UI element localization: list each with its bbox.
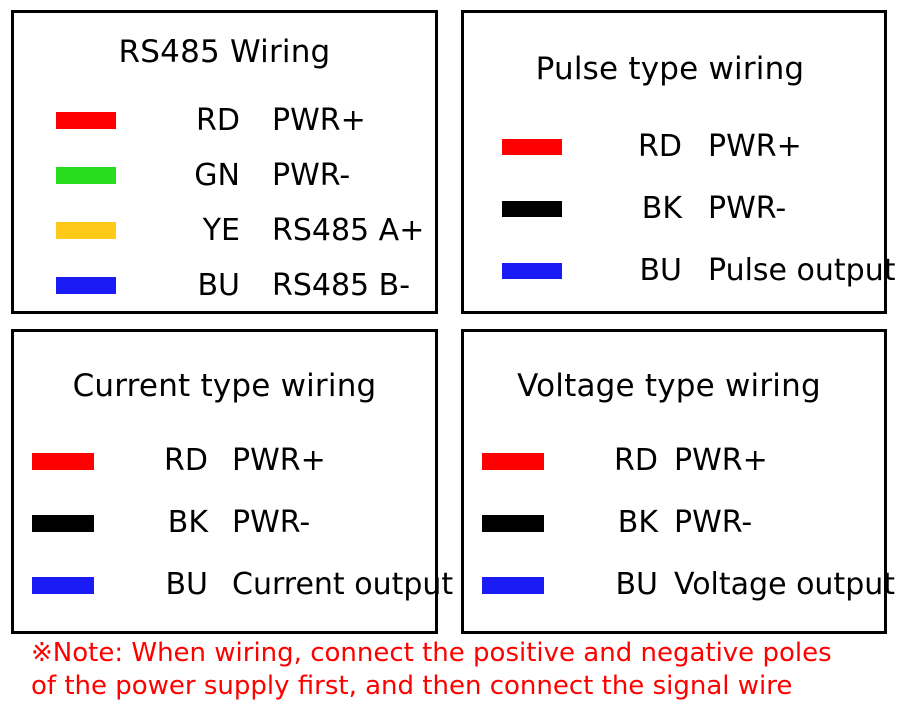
wire-code: BK [167, 505, 208, 540]
wire-code: RD [196, 102, 240, 138]
panel-title-voltage: Voltage type wiring [517, 368, 821, 404]
panel-title-pulse: Pulse type wiring [535, 51, 805, 87]
wire-code: BK [617, 505, 658, 540]
legend-row: RD PWR+ [14, 93, 435, 148]
black-wire-swatch [482, 514, 544, 532]
legend-row: RD PWR+ [14, 430, 435, 492]
wire-code: RD [614, 443, 658, 478]
wire-code: GN [194, 157, 240, 193]
wire-description: PWR+ [232, 443, 326, 478]
legend-row: RD PWR+ [464, 116, 884, 178]
wire-code: BU [639, 253, 682, 288]
wiring-note-line-1: ※Note: When wiring, connect the positive… [31, 638, 832, 668]
wire-code: RD [638, 129, 682, 164]
panel-pulse-type-wiring: Pulse type wiring RD PWR+ BK PWR- BU Pul… [461, 10, 896, 314]
red-wire-swatch [502, 139, 562, 155]
wire-description: PWR+ [708, 129, 802, 164]
panel-title-rs485: RS485 Wiring [118, 34, 331, 70]
legend-pulse: RD PWR+ BK PWR- BU Pulse output [464, 116, 896, 302]
yellow-wire-swatch [56, 222, 116, 239]
red-wire-swatch [32, 452, 94, 470]
legend-row: BK PWR- [14, 492, 435, 554]
black-wire-swatch [502, 201, 562, 217]
wire-description: Current output [232, 567, 454, 602]
legend-rs485: RD PWR+ GN PWR- YE RS485 A+ BU RS485 B- [14, 93, 435, 313]
wire-code: BU [615, 567, 658, 602]
red-wire-swatch [482, 452, 544, 470]
black-wire-swatch [32, 514, 94, 532]
wire-description: PWR+ [674, 443, 768, 478]
legend-row: BK PWR- [464, 492, 884, 554]
legend-row: GN PWR- [14, 148, 435, 203]
panel-current-type-wiring: Current type wiring RD PWR+ BK PWR- BU C… [11, 329, 453, 634]
legend-voltage: RD PWR+ BK PWR- BU Voltage output [464, 430, 895, 616]
legend-row: BU Pulse output [464, 240, 896, 302]
wire-description: RS485 B- [272, 267, 411, 303]
red-wire-swatch [56, 112, 116, 129]
blue-wire-swatch [56, 277, 116, 294]
wire-description: PWR+ [272, 102, 366, 138]
legend-row: BU Current output [14, 554, 453, 616]
legend-row: BU Voltage output [464, 554, 895, 616]
wire-code: BK [641, 191, 682, 226]
legend-row: RD PWR+ [464, 430, 884, 492]
wire-description: Pulse output [708, 253, 896, 288]
legend-current: RD PWR+ BK PWR- BU Current output [14, 430, 453, 616]
panel-voltage-type-wiring: Voltage type wiring RD PWR+ BK PWR- BU V… [461, 329, 895, 634]
wiring-note: ※Note: When wiring, connect the positive… [31, 637, 891, 703]
green-wire-swatch [56, 167, 116, 184]
legend-row: YE RS485 A+ [14, 203, 435, 258]
wire-code: BU [197, 267, 240, 303]
wire-code: YE [202, 212, 240, 248]
legend-row: BK PWR- [464, 178, 884, 240]
wire-description: PWR- [232, 505, 311, 540]
wire-description: Voltage output [674, 567, 896, 602]
wire-code: BU [165, 567, 208, 602]
blue-wire-swatch [502, 263, 562, 279]
panel-title-current: Current type wiring [72, 368, 377, 404]
wire-description: RS485 A+ [272, 212, 425, 248]
wiring-note-line-2: of the power supply first, and then conn… [31, 671, 793, 701]
legend-row: BU RS485 B- [14, 258, 435, 313]
wire-description: PWR- [272, 157, 351, 193]
panel-rs485-wiring: RS485 Wiring RD PWR+ GN PWR- YE RS485 A+… [11, 10, 438, 314]
blue-wire-swatch [32, 576, 94, 594]
wire-code: RD [164, 443, 208, 478]
blue-wire-swatch [482, 576, 544, 594]
wire-description: PWR- [674, 505, 753, 540]
wire-description: PWR- [708, 191, 787, 226]
